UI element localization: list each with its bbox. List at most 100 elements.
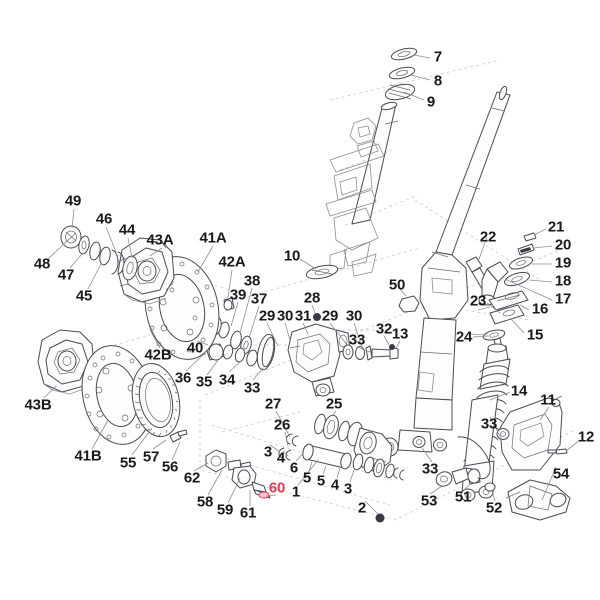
callout-label-53[interactable]: 53 [420,492,438,510]
callout-label-6[interactable]: 6 [289,459,299,477]
callout-label-22[interactable]: 22 [479,228,497,246]
callout-label-30[interactable]: 30 [345,307,363,325]
callout-label-31[interactable]: 31 [294,307,312,325]
callout-label-42a[interactable]: 42A [218,253,246,271]
part-42B-pulse-ring [131,362,181,438]
callout-label-12[interactable]: 12 [577,428,595,446]
callout-label-17[interactable]: 17 [554,290,572,308]
callout-label-3[interactable]: 3 [263,443,273,461]
callout-label-56[interactable]: 56 [161,458,179,476]
callout-label-41a[interactable]: 41A [199,229,227,247]
steering-tube [351,101,399,225]
brake-hose-assembly [433,428,510,492]
callout-label-29[interactable]: 29 [258,307,276,325]
callout-label-43a[interactable]: 43A [146,231,174,249]
callout-label-4[interactable]: 4 [330,476,340,494]
callout-label-41b[interactable]: 41B [74,447,102,465]
part-62-nut [205,449,227,473]
part-7-washer [390,47,418,61]
part-26-clip [278,447,292,461]
part-51-banjo [451,467,481,485]
callout-label-5[interactable]: 5 [302,469,312,487]
callout-label-24[interactable]: 24 [455,328,473,346]
callout-label-51[interactable]: 51 [454,488,472,506]
callout-label-26[interactable]: 26 [273,416,291,434]
callout-label-5[interactable]: 5 [316,472,326,490]
callout-label-28[interactable]: 28 [303,289,321,307]
callout-label-34[interactable]: 34 [218,371,236,389]
callout-label-46[interactable]: 46 [95,210,113,228]
callout-label-2[interactable]: 2 [357,499,367,517]
callout-label-37[interactable]: 37 [250,290,268,308]
callout-label-40[interactable]: 40 [186,339,204,357]
callout-label-14[interactable]: 14 [510,382,528,400]
callout-label-61[interactable]: 61 [239,504,257,522]
callout-label-19[interactable]: 19 [554,254,572,272]
lower-washers [412,436,426,448]
callout-label-35[interactable]: 35 [195,373,213,391]
steering-lock-stack [478,232,537,341]
callout-label-32[interactable]: 32 [375,320,393,338]
callout-label-47[interactable]: 47 [57,266,75,284]
callout-label-38[interactable]: 38 [243,272,261,290]
callout-label-1[interactable]: 1 [291,483,301,501]
part-28-brake-caliper [287,323,351,397]
callout-label-11[interactable]: 11 [540,391,556,409]
callout-label-23[interactable]: 23 [469,292,487,310]
callout-label-8[interactable]: 8 [433,72,443,90]
callout-label-58[interactable]: 58 [196,493,214,511]
callout-label-62[interactable]: 62 [183,469,201,487]
part-53-fitting [435,471,453,487]
parts-3-4-5-rings [352,453,405,481]
part-43A-hub [117,237,175,305]
callout-label-30[interactable]: 30 [276,307,294,325]
callout-label-49[interactable]: 49 [64,192,82,210]
callout-label-57[interactable]: 57 [142,448,160,466]
part-21-pin [523,232,537,242]
part-33-seal [256,333,276,371]
part-16-bracket [488,290,529,311]
part-41B-brake-disc [81,345,153,445]
callout-label-7[interactable]: 7 [433,48,443,66]
callout-label-43b[interactable]: 43B [24,396,52,414]
callout-label-50[interactable]: 50 [388,276,406,294]
callout-label-13[interactable]: 13 [391,325,409,343]
callout-label-44[interactable]: 44 [118,221,136,239]
rear-small-parts [169,429,271,499]
callout-label-42b[interactable]: 42B [144,346,172,364]
callout-label-59[interactable]: 59 [216,501,234,519]
callout-label-33[interactable]: 33 [348,331,366,349]
callout-label-36[interactable]: 36 [174,369,192,387]
callout-label-21[interactable]: 21 [547,218,565,236]
part-61-axle [231,465,267,493]
part-9-nut [384,83,416,101]
callout-label-60[interactable]: 60 [268,479,286,497]
caliper-bolts [342,344,399,361]
callout-label-33[interactable]: 33 [480,415,498,433]
callout-label-39[interactable]: 39 [229,286,247,304]
callout-label-48[interactable]: 48 [33,255,51,273]
callout-label-3[interactable]: 3 [343,480,353,498]
callout-label-20[interactable]: 20 [554,236,572,254]
callout-label-55[interactable]: 55 [119,454,137,472]
part-52-clip [484,482,496,492]
callout-label-33[interactable]: 33 [243,379,261,397]
part-18-washer [504,271,530,287]
callout-label-18[interactable]: 18 [554,272,572,290]
callout-label-29[interactable]: 29 [321,307,339,325]
callout-label-4[interactable]: 4 [276,449,286,467]
part-19-washer [508,256,534,270]
callout-label-16[interactable]: 16 [531,300,549,318]
callout-label-52[interactable]: 52 [485,499,503,517]
callout-label-9[interactable]: 9 [426,93,436,111]
callout-label-15[interactable]: 15 [526,326,544,344]
part-20-key [517,243,535,256]
callout-label-45[interactable]: 45 [75,287,93,305]
part-57-screw [169,429,188,443]
callout-label-27[interactable]: 27 [264,395,282,413]
callout-label-54[interactable]: 54 [552,465,570,483]
callout-label-10[interactable]: 10 [283,247,301,265]
callout-label-25[interactable]: 25 [325,395,343,413]
callout-label-33[interactable]: 33 [421,460,439,478]
